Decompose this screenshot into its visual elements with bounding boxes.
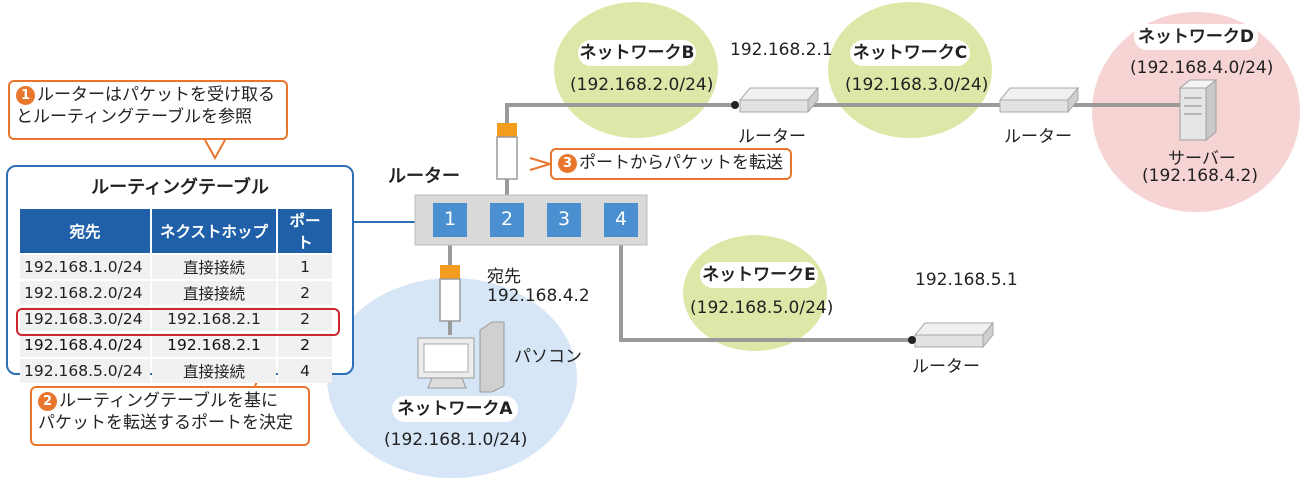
col-port: ポート [278,209,332,253]
router-r1-ip: 192.168.2.1 [730,40,833,60]
cell-port: 2 [278,333,332,357]
network-e-cidr: (192.168.5.0/24) [690,298,834,318]
table-row: 192.168.5.0/24 直接接続 4 [20,359,332,383]
network-b-name: ネットワークB [578,40,696,66]
cell-port: 2 [278,307,332,331]
table-row: 192.168.1.0/24 直接接続 1 [20,255,332,279]
server-label: サーバー [1168,149,1236,169]
callout-2-line1: ルーティングテーブルを基に [59,391,278,411]
cell-next-hop: 192.168.2.1 [152,307,276,331]
step-2-badge: 2 [38,392,57,411]
col-next-hop: ネクストホップ [152,209,276,253]
port-4-label: 4 [614,208,628,230]
network-c-cidr: (192.168.3.0/24) [845,75,989,95]
network-a-cidr: (192.168.1.0/24) [384,430,528,450]
router-r1-label: ルーター [738,127,806,147]
server-ip: (192.168.4.2) [1142,166,1259,186]
main-router-label: ルーター [388,166,460,187]
cell-destination: 192.168.3.0/24 [20,307,150,331]
cell-destination: 192.168.4.0/24 [20,333,150,357]
network-c-area [828,2,992,138]
router-r3-ip: 192.168.5.1 [915,270,1018,290]
network-d-name: ネットワークD [1134,24,1258,50]
port-3-label: 3 [557,208,571,230]
port-3[interactable] [547,203,581,237]
cell-destination: 192.168.1.0/24 [20,255,150,279]
network-e-area [683,235,827,351]
port-1[interactable] [433,203,467,237]
network-b-cidr: (192.168.2.0/24) [570,75,714,95]
callout-1-line1: ルーターはパケットを受け取る [37,85,275,105]
network-b-area [554,2,718,138]
table-row-highlighted: 192.168.4.0/24 192.168.2.1 2 [20,333,332,357]
network-a-name: ネットワークA [392,396,518,422]
router-r3-label: ルーター [912,357,980,377]
cell-next-hop: 直接接続 [152,359,276,383]
callout-1-line2: とルーティングテーブルを参照 [16,107,252,127]
network-c-name: ネットワークC [850,40,970,66]
cell-destination: 192.168.2.0/24 [20,281,150,305]
cell-next-hop: 直接接続 [152,255,276,279]
router-r3-icon [913,321,995,349]
cell-port: 4 [278,359,332,383]
pc-icon [417,321,505,393]
network-e-name: ネットワークE [700,262,818,288]
router-r1-icon [738,86,820,114]
callout-2-line2: パケットを転送するポートを決定 [38,413,293,433]
highlight-box [16,308,340,336]
router-r2-icon [998,86,1080,114]
cell-port: 1 [278,255,332,279]
step-3-badge: 3 [558,154,577,173]
router-ports [433,203,638,237]
cell-port: 2 [278,281,332,305]
callout-3-text: ポートからパケットを転送 [579,153,783,173]
routing-table: 宛先 ネクストホップ ポート 192.168.1.0/24 直接接続 1 192… [18,207,334,385]
packet-dest-ip: 192.168.4.2 [487,286,590,306]
port-4[interactable] [604,203,638,237]
pc-label: パソコン [514,347,582,367]
col-destination: 宛先 [20,209,150,253]
port-2[interactable] [490,203,524,237]
packet-dest-label: 宛先 [487,267,521,287]
cell-next-hop: 直接接続 [152,281,276,305]
network-d-cidr: (192.168.4.0/24) [1130,58,1274,78]
step-1-badge: 1 [16,86,35,105]
port-2-label: 2 [500,208,514,230]
cell-destination: 192.168.5.0/24 [20,359,150,383]
router-r2-label: ルーター [1004,127,1072,147]
packet-incoming [439,265,461,322]
server-icon [1178,78,1218,142]
table-row: 192.168.3.0/24 192.168.2.1 2 [20,307,332,331]
port-1-label: 1 [443,208,457,230]
table-row: 192.168.2.0/24 直接接続 2 [20,281,332,305]
cell-next-hop: 192.168.2.1 [152,333,276,357]
packet-forwarded [496,123,518,180]
routing-table-panel: ルーティングテーブル 宛先 ネクストホップ ポート 192.168.1.0/24… [6,165,354,383]
routing-table-title: ルーティングテーブル [91,177,269,198]
